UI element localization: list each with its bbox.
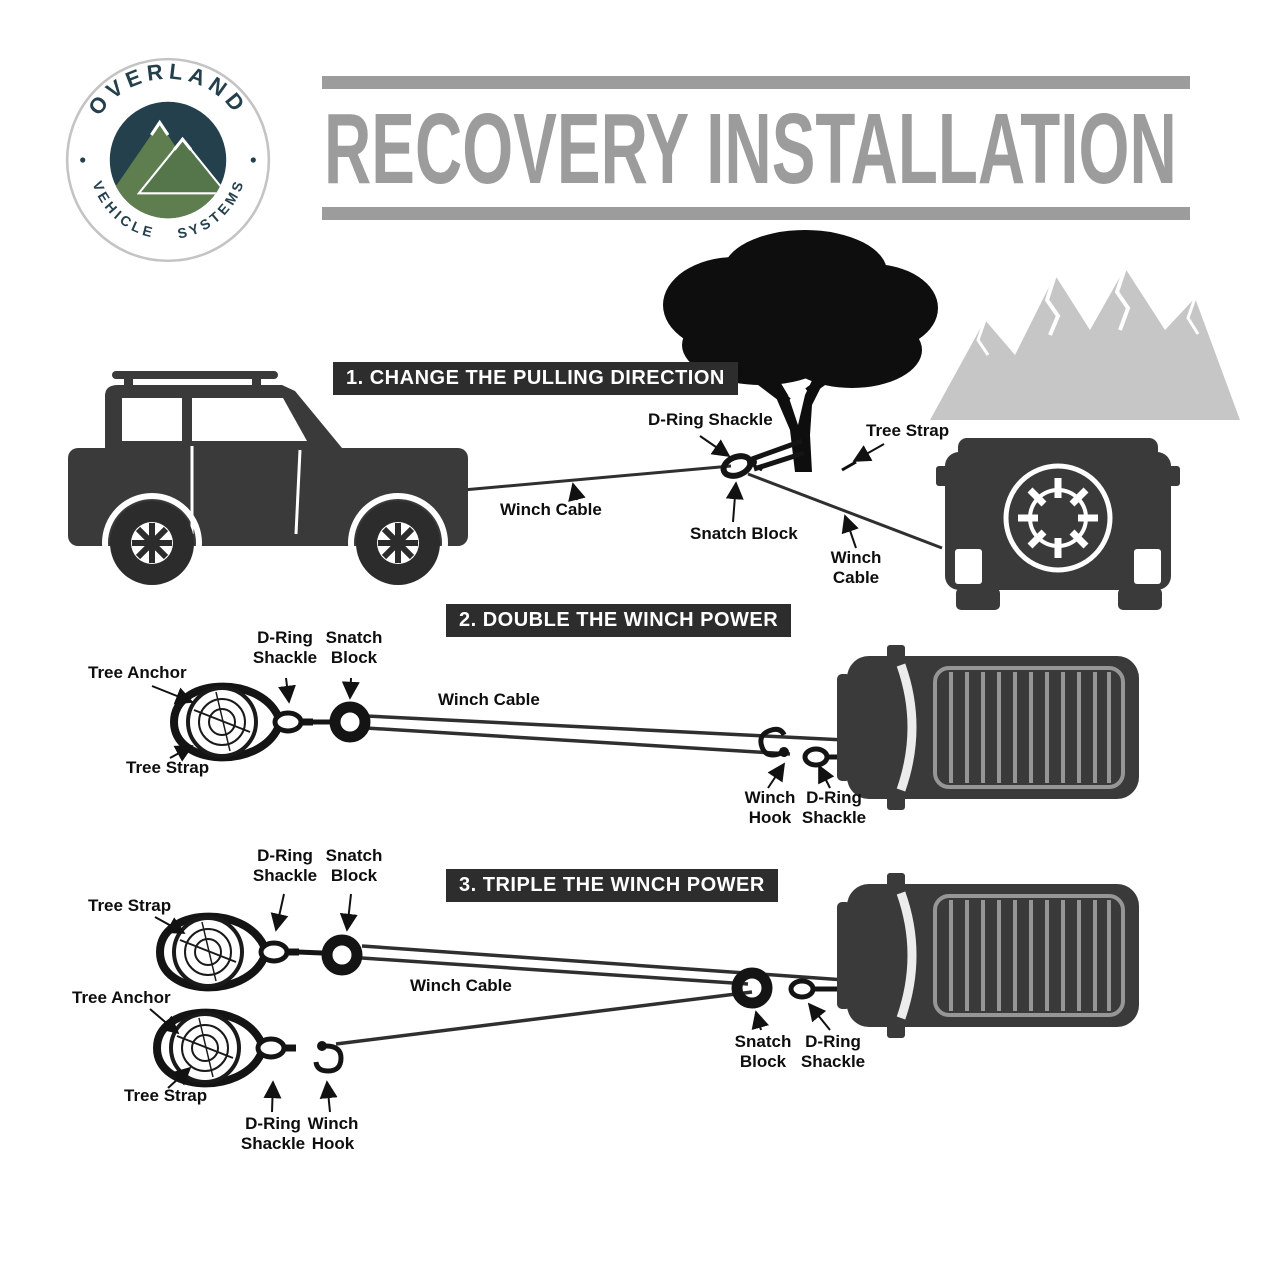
label-s2-tree-anchor: Tree Anchor	[88, 663, 187, 682]
title-bar-top	[322, 76, 1190, 89]
label-s3-tree-strap-top: Tree Strap	[88, 896, 172, 915]
label-s3-d-ring-shackle-top: D-Ring Shackle	[252, 846, 318, 886]
mountain-range-illustration	[930, 267, 1240, 420]
d-ring-shackle-s2	[802, 746, 830, 768]
label-s3-tree-strap-bottom: Tree Strap	[124, 1086, 208, 1105]
jeep-front-wheel	[356, 501, 440, 585]
d-ring-shackle-s3-right	[788, 978, 816, 1000]
callout-arrows-s1	[568, 435, 885, 549]
vehicle-rear-silhouette	[936, 438, 1180, 610]
label-s3-snatch-block-right: Snatch Block	[734, 1032, 792, 1072]
snatch-block-s2	[335, 707, 365, 737]
truck-top-view-s3	[837, 873, 1139, 1038]
callout-arrows-s2	[151, 677, 835, 789]
label-s3-d-ring-shackle-right: D-Ring Shackle	[800, 1032, 866, 1072]
overland-vehicle-systems-logo: OVERLAND VEHICLE SYSTEMS	[64, 56, 272, 264]
label-s3-d-ring-shackle-bottom: D-Ring Shackle	[240, 1114, 306, 1154]
tree-strap-rigging-s1	[720, 438, 805, 479]
section1-heading: 1. CHANGE THE PULLING DIRECTION	[333, 362, 738, 395]
section3-heading: 3. TRIPLE THE WINCH POWER	[446, 869, 778, 902]
label-s2-winch-cable: Winch Cable	[438, 690, 540, 709]
tree-anchor-s3-top	[160, 917, 299, 988]
winch-hook-s2	[758, 726, 792, 763]
spare-tire	[1003, 463, 1113, 573]
label-s2-winch-hook: Winch Hook	[744, 788, 796, 828]
callout-arrows-s3	[149, 893, 831, 1113]
truck-top-view-s2	[837, 645, 1139, 810]
snatch-block-s3-right	[737, 973, 767, 1003]
label-s1-d-ring-shackle: D-Ring Shackle	[648, 410, 773, 429]
label-s1-snatch-block: Snatch Block	[690, 524, 798, 543]
tree-anchor-s2	[174, 687, 313, 758]
jeep-rear-wheel	[110, 501, 194, 585]
label-s1-winch-cable-right: Winch Cable	[830, 548, 882, 588]
label-s2-d-ring-shackle: D-Ring Shackle	[252, 628, 318, 668]
tree-illustration	[663, 230, 938, 472]
tree-anchor-s3-bottom	[157, 1013, 296, 1084]
jeep-side-silhouette	[68, 371, 468, 593]
label-s1-winch-cable-left: Winch Cable	[500, 500, 602, 519]
label-s1-tree-strap: Tree Strap	[866, 421, 950, 440]
label-s3-tree-anchor: Tree Anchor	[72, 988, 171, 1007]
page-title: RECOVERY INSTALLATION	[324, 93, 1177, 205]
title-block: RECOVERY INSTALLATION	[322, 76, 1190, 220]
label-s2-snatch-block: Snatch Block	[325, 628, 383, 668]
winch-cable-lines-s2	[365, 714, 846, 756]
label-s3-winch-cable: Winch Cable	[410, 976, 512, 995]
label-s3-winch-hook: Winch Hook	[307, 1114, 359, 1154]
label-s2-d-ring-shackle-right: D-Ring Shackle	[801, 788, 867, 828]
label-s2-tree-strap: Tree Strap	[126, 758, 210, 777]
snatch-block-s3-top	[327, 940, 357, 970]
label-s3-snatch-block-top: Snatch Block	[325, 846, 383, 886]
winch-cable-lines-s1	[462, 464, 943, 550]
section2-heading: 2. DOUBLE THE WINCH POWER	[446, 604, 792, 637]
title-bar-bottom	[322, 207, 1190, 220]
